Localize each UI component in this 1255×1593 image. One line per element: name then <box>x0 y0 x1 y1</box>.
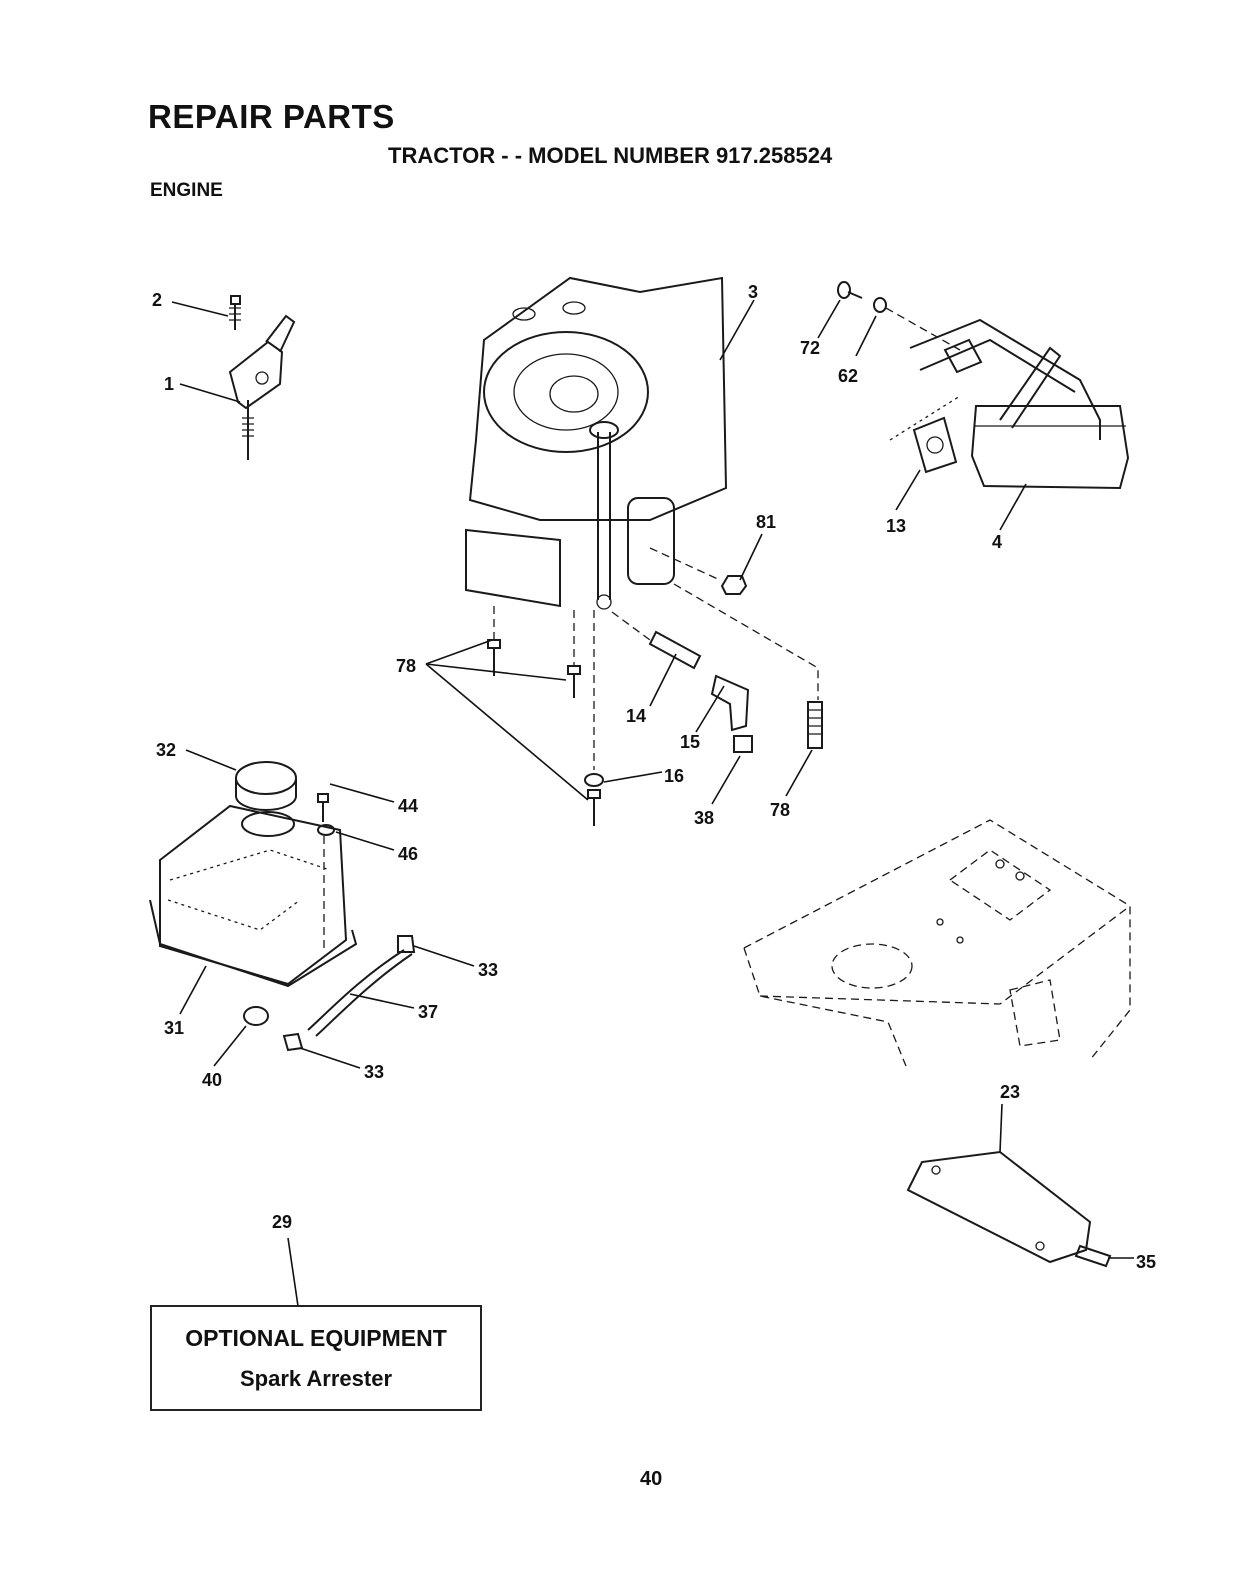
tractor-frame-part <box>744 820 1130 1066</box>
engine-part <box>466 278 726 609</box>
callout-37: 37 <box>418 1002 438 1022</box>
page-number: 40 <box>640 1468 662 1491</box>
callout-15: 15 <box>680 732 700 752</box>
engine-bolt-part <box>488 640 822 826</box>
fuel-tank-part <box>150 762 356 986</box>
optional-equipment-box: OPTIONAL EQUIPMENT Spark Arrester <box>150 1305 482 1411</box>
callout-31: 31 <box>164 1018 184 1038</box>
callout-46: 46 <box>398 844 418 864</box>
callout-62: 62 <box>838 366 858 386</box>
callout-33-lower: 33 <box>364 1062 384 1082</box>
muffler-screw-part <box>838 282 960 350</box>
callout-44: 44 <box>398 796 418 816</box>
callout-72: 72 <box>800 338 820 358</box>
nut-part <box>722 576 746 594</box>
callout-35: 35 <box>1136 1252 1156 1272</box>
callout-78-right: 78 <box>770 800 790 820</box>
elbow-fitting-part <box>712 676 748 730</box>
callout-14: 14 <box>626 706 646 726</box>
callout-13: 13 <box>886 516 906 536</box>
callout-1: 1 <box>164 374 174 394</box>
callout-38: 38 <box>694 808 714 828</box>
leader-lines <box>172 300 1134 1306</box>
washer-part <box>585 774 603 786</box>
callout-3: 3 <box>748 282 758 302</box>
muffler-part <box>890 320 1128 488</box>
callout-23: 23 <box>1000 1082 1020 1102</box>
optional-equipment-item: Spark Arrester <box>152 1366 480 1392</box>
callout-16: 16 <box>664 766 684 786</box>
callout-32: 32 <box>156 740 176 760</box>
callout-81: 81 <box>756 512 776 532</box>
callout-4: 4 <box>992 532 1002 552</box>
callout-29: 29 <box>272 1212 292 1232</box>
optional-equipment-title: OPTIONAL EQUIPMENT <box>152 1325 480 1352</box>
callout-78-left: 78 <box>396 656 416 676</box>
callout-2: 2 <box>152 290 162 310</box>
hex-nut-part <box>734 736 752 752</box>
throttle-control-part <box>229 296 294 460</box>
fitting-part <box>650 632 700 668</box>
callout-40: 40 <box>202 1070 222 1090</box>
callout-33-upper: 33 <box>478 960 498 980</box>
shield-part <box>908 1152 1110 1266</box>
tank-bolt-part <box>318 794 334 950</box>
